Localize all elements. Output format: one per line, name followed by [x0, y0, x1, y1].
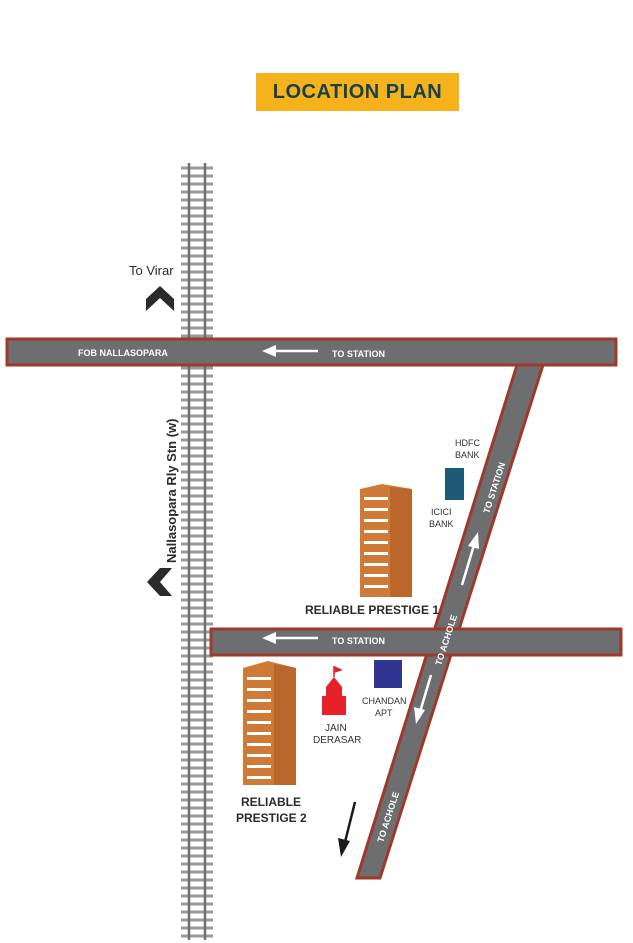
- building-window: [247, 710, 271, 713]
- page-title: LOCATION PLAN: [272, 80, 443, 103]
- chandan-apt-marker: [374, 660, 402, 688]
- reliable-prestige-2-label-line2: PRESTIGE 2: [236, 811, 307, 825]
- chandan-label-line1: CHANDAN: [362, 696, 407, 706]
- junction-overlay: [425, 631, 458, 653]
- building-window: [364, 552, 388, 555]
- reliable-prestige-1-label: RELIABLE PRESTIGE 1: [305, 603, 439, 617]
- building-window: [364, 497, 388, 500]
- temple-icon: [322, 666, 346, 715]
- hdfc-bank-marker: [445, 468, 464, 500]
- building-window: [247, 743, 271, 746]
- arrow-left-icon: [262, 345, 318, 357]
- hdfc-label-line2: BANK: [455, 450, 480, 460]
- arrow-down-icon: [414, 674, 433, 724]
- north-chevron-icon: [146, 286, 174, 311]
- to-station-mid-label: TO STATION: [332, 636, 385, 646]
- building-window: [247, 754, 271, 757]
- west-chevron-icon: [147, 568, 172, 596]
- building-windows: [364, 497, 388, 588]
- building-window: [247, 688, 271, 691]
- jain-label-line1: JAIN: [325, 723, 347, 734]
- railway-track: [181, 163, 213, 940]
- building-window: [247, 776, 271, 779]
- reliable-prestige-1-building: [360, 484, 412, 597]
- diagonal-road: [354, 363, 546, 880]
- rly-stn-label: Nallasopara Rly Stn (w): [164, 419, 179, 563]
- icici-label-line2: BANK: [429, 519, 454, 529]
- middle-road: [209, 627, 623, 657]
- building-window: [364, 530, 388, 533]
- arrow-up-icon: [460, 532, 479, 586]
- hdfc-label-line1: HDFC: [455, 438, 480, 448]
- chandan-label-line2: APT: [375, 708, 393, 718]
- arrow-left-icon: [262, 632, 318, 644]
- fob-label: FOB NALLASOPARA: [78, 348, 168, 358]
- to-virar-label: To Virar: [129, 263, 174, 278]
- title-banner: LOCATION PLAN: [256, 73, 459, 111]
- building-window: [364, 519, 388, 522]
- building-window: [247, 732, 271, 735]
- railway-sleepers: [181, 166, 213, 938]
- building-window: [364, 574, 388, 577]
- icici-label-line1: ICICI: [431, 507, 452, 517]
- building-window: [247, 721, 271, 724]
- reliable-prestige-2-label-line1: RELIABLE: [241, 795, 301, 809]
- building-window: [247, 765, 271, 768]
- building-window: [247, 677, 271, 680]
- direction-arrow-icon: [338, 801, 357, 857]
- to-station-top-label: TO STATION: [332, 349, 385, 359]
- jain-label-line2: DERASAR: [313, 735, 361, 746]
- building-window: [364, 508, 388, 511]
- building-window: [364, 585, 388, 588]
- reliable-prestige-2-building: [243, 661, 296, 785]
- building-window: [247, 699, 271, 702]
- building-window: [364, 563, 388, 566]
- building-windows: [247, 677, 271, 779]
- building-window: [364, 541, 388, 544]
